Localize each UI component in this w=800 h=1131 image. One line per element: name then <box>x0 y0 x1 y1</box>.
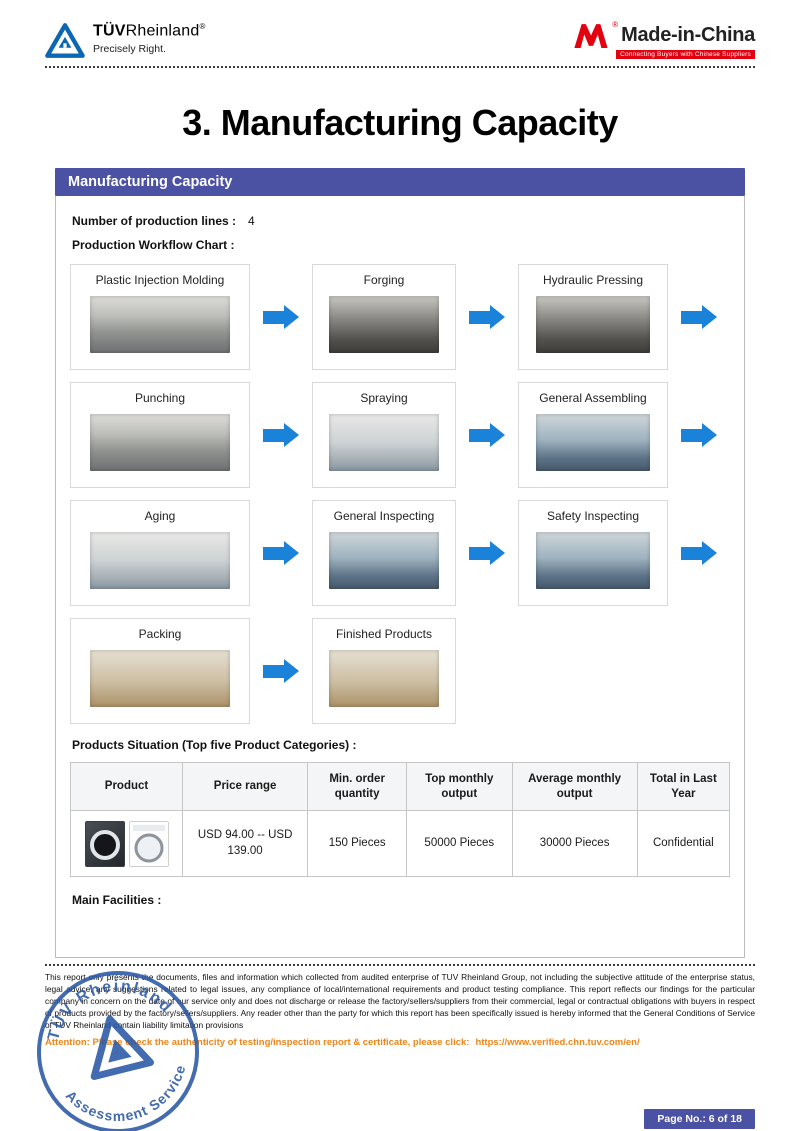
col-header-avg-monthly: Average monthly output <box>511 762 638 811</box>
workflow-step-label: Aging <box>144 509 176 523</box>
workflow-step: Hydraulic Pressing <box>518 264 668 370</box>
product-thumbnails <box>75 820 178 867</box>
washing-machine-thumbnail <box>84 820 125 867</box>
arrow-right-icon <box>668 305 730 329</box>
workflow-step-photo <box>535 414 651 472</box>
mic-registered-mark: ® <box>612 20 619 29</box>
tuv-brand: TÜVRheinland® <box>93 22 206 40</box>
mic-m-icon <box>574 24 608 48</box>
mic-brand: Made-in-China <box>621 24 755 46</box>
arrow-right-icon <box>250 541 312 565</box>
tuv-triangle-icon <box>45 23 85 58</box>
disclaimer-text: This report only presents the documents,… <box>45 972 755 1030</box>
workflow-step-label: Plastic Injection Molding <box>95 273 225 287</box>
top-monthly-cell: 50000 Pieces <box>406 810 513 877</box>
workflow-step: Finished Products <box>312 618 456 724</box>
workflow-step: Packing <box>70 618 250 724</box>
table-row: USD 94.00 -- USD 139.00 150 Pieces 50000… <box>69 810 731 877</box>
workflow-step-photo <box>90 296 230 354</box>
main-facilities-label: Main Facilities : <box>72 893 162 907</box>
arrow-right-icon <box>456 305 518 329</box>
workflow-step: General Inspecting <box>312 500 456 606</box>
page-title: 3. Manufacturing Capacity <box>182 102 618 143</box>
table-header-row: Product Price range Min. order quantity … <box>69 762 731 811</box>
tuv-rheinland-logo: TÜVRheinland® Precisely Right. <box>45 22 206 59</box>
workflow-step-photo <box>329 414 439 472</box>
workflow-step-photo <box>535 296 651 354</box>
total-last-year-cell: Confidential <box>636 810 731 877</box>
workflow-step: General Assembling <box>518 382 668 488</box>
workflow-step-photo <box>329 296 439 354</box>
workflow-step: Safety Inspecting <box>518 500 668 606</box>
page-header: TÜVRheinland® Precisely Right. ® Made-in… <box>0 0 800 59</box>
workflow-row: Aging General Inspecting Safety Inspecti… <box>70 500 730 606</box>
avg-monthly-cell: 30000 Pieces <box>511 810 638 877</box>
col-header-product: Product <box>69 762 184 811</box>
workflow-step-label: Forging <box>363 273 405 287</box>
workflow-step-label: General Inspecting <box>333 509 435 523</box>
arrow-right-icon <box>456 423 518 447</box>
arrow-right-icon <box>250 305 312 329</box>
attention-text: Attention: Please check the authenticity… <box>45 1036 470 1048</box>
tuv-logo-text: TÜVRheinland® Precisely Right. <box>93 22 206 55</box>
col-header-total-last-year: Total in Last Year <box>636 762 731 811</box>
workflow-step: Aging <box>70 500 250 606</box>
workflow-step-photo <box>329 532 439 590</box>
svg-text:Assessment Service: Assessment Service <box>61 1059 199 1131</box>
workflow-step-photo <box>535 532 651 590</box>
mic-tagline: Connecting Buyers with Chinese Suppliers <box>616 50 755 59</box>
workflow-step: Punching <box>70 382 250 488</box>
arrow-right-icon <box>250 659 312 683</box>
workflow-step-label: Spraying <box>360 391 408 405</box>
page-number-badge: Page No.: 6 of 18 <box>644 1109 755 1129</box>
workflow-step-label: Safety Inspecting <box>546 509 640 523</box>
col-header-price-range: Price range <box>182 762 309 811</box>
workflow-step: Forging <box>312 264 456 370</box>
arrow-right-icon <box>250 423 312 447</box>
footer-divider <box>45 964 755 966</box>
workflow-step-photo <box>90 532 230 590</box>
arrow-right-icon <box>456 541 518 565</box>
washing-machine-thumbnail <box>128 820 169 867</box>
workflow-step: Spraying <box>312 382 456 488</box>
stamp-arc-bottom-text: Assessment Service <box>61 1059 199 1131</box>
made-in-china-logo: ® Made-in-China Connecting Buyers with C… <box>573 20 755 59</box>
products-table: Product Price range Min. order quantity … <box>69 762 731 877</box>
products-situation-label: Products Situation (Top five Product Cat… <box>72 738 357 752</box>
product-cell <box>69 810 184 877</box>
col-header-top-monthly: Top monthly output <box>406 762 513 811</box>
workflow-step-label: Packing <box>138 627 182 641</box>
workflow-chart-label: Production Workflow Chart : <box>72 238 235 252</box>
section-header-bar: Manufacturing Capacity <box>55 168 745 196</box>
workflow-step-photo <box>90 414 230 472</box>
workflow-row: Punching Spraying General Assembling <box>70 382 730 488</box>
arrow-right-icon <box>668 423 730 447</box>
workflow-step-label: General Assembling <box>539 391 647 405</box>
workflow-row: Packing Finished Products <box>70 618 730 724</box>
col-header-min-order: Min. order quantity <box>307 762 408 811</box>
workflow-step-photo <box>90 650 230 708</box>
production-lines-row: Number of production lines : 4 <box>72 214 730 228</box>
section-content: Number of production lines : 4 Production… <box>55 196 745 958</box>
tuv-tagline: Precisely Right. <box>93 43 166 56</box>
header-divider <box>45 66 755 68</box>
production-lines-label: Number of production lines : <box>72 214 236 228</box>
arrow-right-icon <box>668 541 730 565</box>
workflow-step: Plastic Injection Molding <box>70 264 250 370</box>
workflow-row: Plastic Injection Molding Forging Hydrau… <box>70 264 730 370</box>
price-range-cell: USD 94.00 -- USD 139.00 <box>182 810 309 877</box>
workflow-step-label: Finished Products <box>335 627 433 641</box>
min-order-cell: 150 Pieces <box>307 810 408 877</box>
workflow-step-label: Punching <box>134 391 186 405</box>
verification-link[interactable]: https://www.verified.chn.tuv.com/en/ <box>475 1036 640 1048</box>
workflow-step-photo <box>329 650 439 708</box>
workflow-step-label: Hydraulic Pressing <box>542 273 644 287</box>
attention-line: Attention: Please check the authenticity… <box>45 1037 755 1048</box>
production-lines-value: 4 <box>248 214 255 228</box>
manufacturing-capacity-section: Manufacturing Capacity Number of product… <box>55 168 745 958</box>
